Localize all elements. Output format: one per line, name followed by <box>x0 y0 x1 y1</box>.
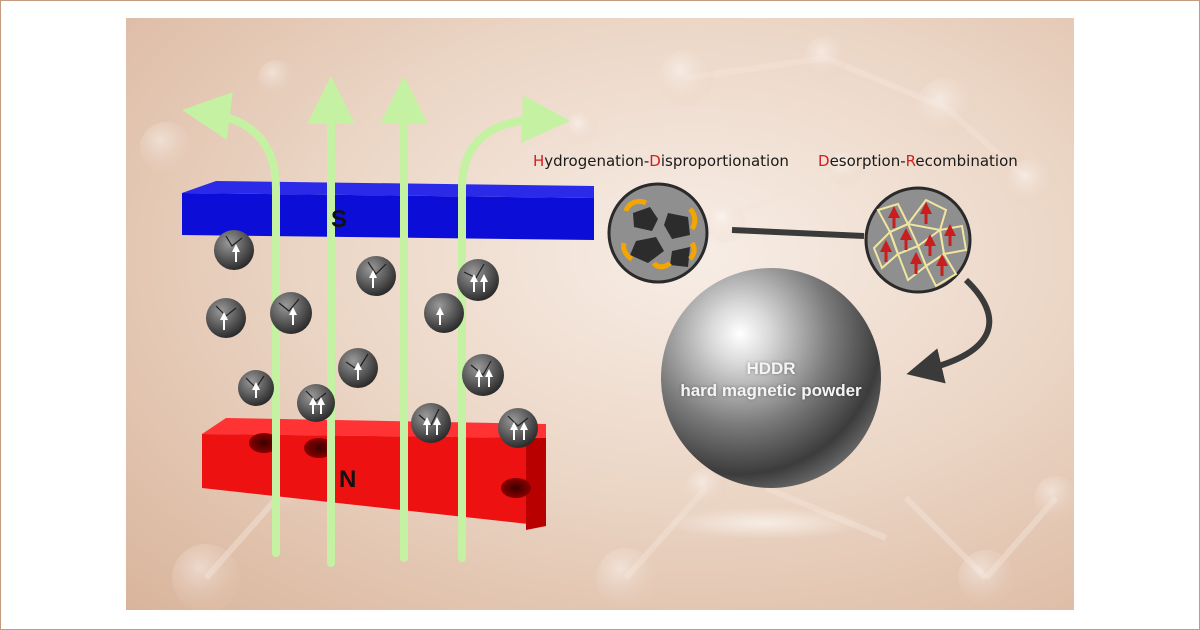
disproportionated-phases-icon <box>607 182 709 284</box>
north-pole-label: N <box>339 466 357 493</box>
particles <box>206 230 538 448</box>
south-pole-magnet <box>182 181 594 240</box>
figure-panel: Hydrogenation-Disproportionation Desorpt… <box>126 18 1074 610</box>
schematic-artwork <box>140 36 1074 610</box>
hydrogenation-disproportionation-label: Hydrogenation-Disproportionation <box>533 152 789 170</box>
hddr-powder-sphere <box>661 268 881 488</box>
product-label-line1: HDDR <box>746 359 796 378</box>
north-pole-magnet <box>202 418 546 530</box>
south-pole-label: S <box>331 206 348 233</box>
grain-structure-icon <box>864 186 972 294</box>
field-lines <box>182 76 570 567</box>
product-label-line2: hard magnetic powder <box>680 381 862 400</box>
process-arrow <box>906 277 993 384</box>
connector-line <box>731 227 865 239</box>
sphere-shadow <box>666 507 862 539</box>
product-label: HDDR hard magnetic powder <box>671 358 871 402</box>
desorption-recombination-label: Desorption-Recombination <box>818 152 1018 170</box>
